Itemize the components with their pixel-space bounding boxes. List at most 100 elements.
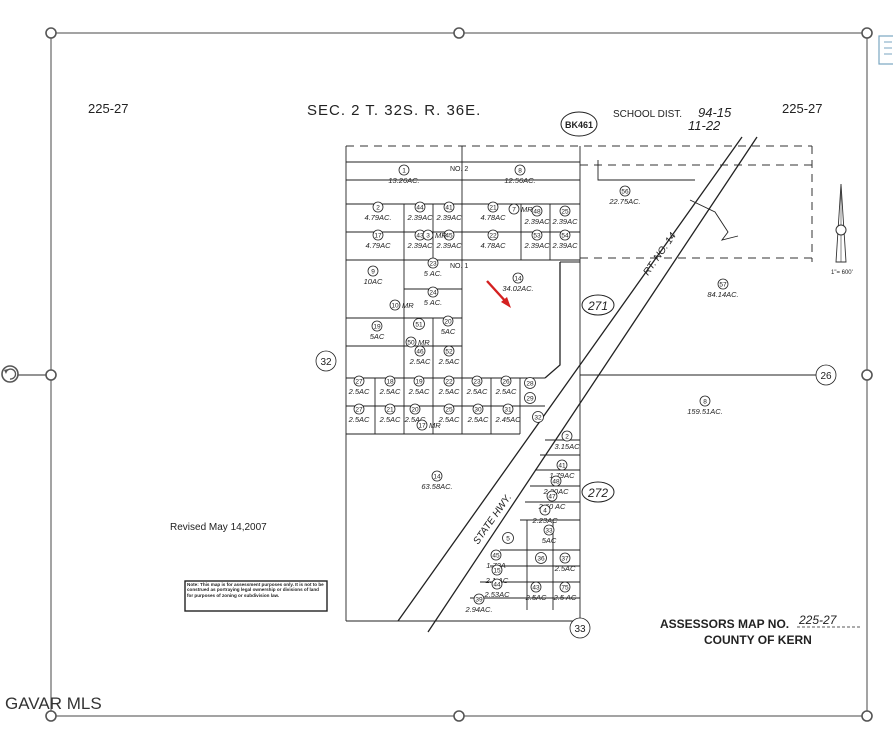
parcel-number: 32 xyxy=(534,415,542,422)
block-272: 272 xyxy=(581,481,615,503)
parcel-number-circle xyxy=(556,459,568,471)
parcel-acreage: 5 AC. xyxy=(424,298,442,307)
parcel-label: 252.39AC xyxy=(551,205,578,226)
resize-handle-top-right[interactable] xyxy=(861,27,873,39)
parcel-number-circle xyxy=(473,593,485,605)
resize-handle-top[interactable] xyxy=(453,27,465,39)
parcel-label: 372.5AC xyxy=(554,552,576,573)
parcel-acreage: 2.5 AC xyxy=(553,593,577,602)
parcel-number-circle xyxy=(514,164,526,176)
parcel-label: 442.53AC xyxy=(483,578,510,599)
parcel-number: 4 xyxy=(543,508,547,515)
parcel-number: 48 xyxy=(552,479,560,486)
parcel-number-circle xyxy=(443,201,455,213)
parcel-acreage: 2.5AC xyxy=(409,357,431,366)
parcel-acreage: 4.78AC xyxy=(480,213,506,222)
parcel-number: 39 xyxy=(475,597,483,604)
parcel-label: 452.39AC xyxy=(435,229,462,250)
mr-number: 50 xyxy=(407,340,415,347)
state-highway-14 xyxy=(397,136,758,633)
parcel-label: 23.15AC xyxy=(554,430,580,451)
resize-handle-left[interactable] xyxy=(45,369,57,381)
parcel-number-circle xyxy=(539,504,551,516)
rotate-handle-icon[interactable] xyxy=(1,365,46,383)
parcel-number-circle xyxy=(699,395,711,407)
image-selection-frame[interactable] xyxy=(50,32,868,717)
parcel-number-circle xyxy=(550,475,562,487)
parcel-number-circle xyxy=(372,229,384,241)
parcel-number-circle xyxy=(490,549,502,561)
parcel-number: 52 xyxy=(445,349,453,356)
resize-handle-bottom-right[interactable] xyxy=(861,710,873,722)
parcel-number-circle xyxy=(443,229,455,241)
parcel-number-circle xyxy=(384,403,396,415)
parcel-acreage: 2.5AC xyxy=(466,387,488,396)
parcel-acreage: 4.79AC. xyxy=(364,213,391,222)
scale-label: 1"= 600' xyxy=(831,270,853,276)
parcel-label: 411.79AC xyxy=(549,459,575,480)
layout-options-button[interactable] xyxy=(878,35,893,65)
road-label-rt-14: RT. NO. 14 xyxy=(641,231,679,278)
parcel-label: 214.78AC xyxy=(480,201,506,222)
parcel-label: 482.20AC xyxy=(542,475,569,496)
parcel-label: 272.5AC xyxy=(348,403,370,424)
parcel-number: 2 xyxy=(376,205,380,212)
mr-number: 17 xyxy=(418,423,426,430)
resize-handle-top-left[interactable] xyxy=(45,27,57,39)
red-arrow-marker xyxy=(486,280,511,308)
parcel-number-circle xyxy=(512,272,524,284)
parcel-acreage: 2.53AC xyxy=(483,590,510,599)
resize-handle-right[interactable] xyxy=(861,369,873,381)
parcel-label: 312.45AC xyxy=(494,403,521,424)
parcel-label: 245 AC. xyxy=(424,286,442,307)
parcel-number-circle xyxy=(559,205,571,217)
parcel-number: 53 xyxy=(533,233,541,240)
school-district-value: 94-15 xyxy=(698,105,732,120)
parcel-label: 472.60 AC xyxy=(538,490,566,511)
svg-text:271: 271 xyxy=(587,299,608,313)
parcel-label: 174.79AC xyxy=(365,229,391,250)
parcel-acreage: 2.5AC xyxy=(438,357,460,366)
subdivision-label: NO. 2 xyxy=(450,166,468,173)
parcel-number: 30 xyxy=(474,407,482,414)
county-label: COUNTY OF KERN xyxy=(704,633,812,647)
parcel-number: 45 xyxy=(492,553,500,560)
parcel-number: 14 xyxy=(433,474,441,481)
north-arrow-icon xyxy=(835,183,847,263)
resize-handle-bottom-left[interactable] xyxy=(45,710,57,722)
parcel-number-circle xyxy=(717,278,729,290)
parcel-number-circle: 51 xyxy=(413,318,425,330)
parcel-label: 812.56AC. xyxy=(504,164,536,185)
parcel-number-circle xyxy=(443,403,455,415)
parcel-number: 37 xyxy=(561,556,569,563)
parcel-number-circle xyxy=(487,201,499,213)
disclaimer-text: Note: This map is for assessment purpose… xyxy=(187,582,324,598)
parcel-acreage: 34.02AC. xyxy=(502,284,533,293)
parcel-number: 45 xyxy=(445,233,453,240)
parcel-label: 442.39AC xyxy=(406,201,433,222)
parcel-acreage: 5AC xyxy=(441,327,456,336)
mr-text: MR xyxy=(521,205,533,214)
parcel-number: 21 xyxy=(489,205,497,212)
parcel-number-circle xyxy=(561,430,573,442)
parcel-number: 20 xyxy=(444,319,452,326)
parcel-number-circle xyxy=(619,185,631,197)
parcel-acreage: 2.5AC xyxy=(467,415,489,424)
parcel-number-circle xyxy=(427,257,439,269)
parcel-number-circle xyxy=(431,470,443,482)
resize-handle-bottom[interactable] xyxy=(453,710,465,722)
parcel-label: 752.5 AC xyxy=(553,581,577,602)
parcel-number-circle: 36 xyxy=(535,552,547,564)
assessor-map-number: 225-27 xyxy=(798,613,838,627)
parcel-number: 48 xyxy=(533,209,541,216)
parcel-acreage: 4.79AC xyxy=(365,241,391,250)
parcel-acreage: 3.15AC xyxy=(554,442,580,451)
parcel-acreage: 63.58AC. xyxy=(421,482,452,491)
map-id-right: 225-27 xyxy=(782,101,822,116)
parcel-acreage: 2.20AC xyxy=(542,487,569,496)
parcel-number: 46 xyxy=(416,349,424,356)
parcel-number: 20 xyxy=(411,407,419,414)
